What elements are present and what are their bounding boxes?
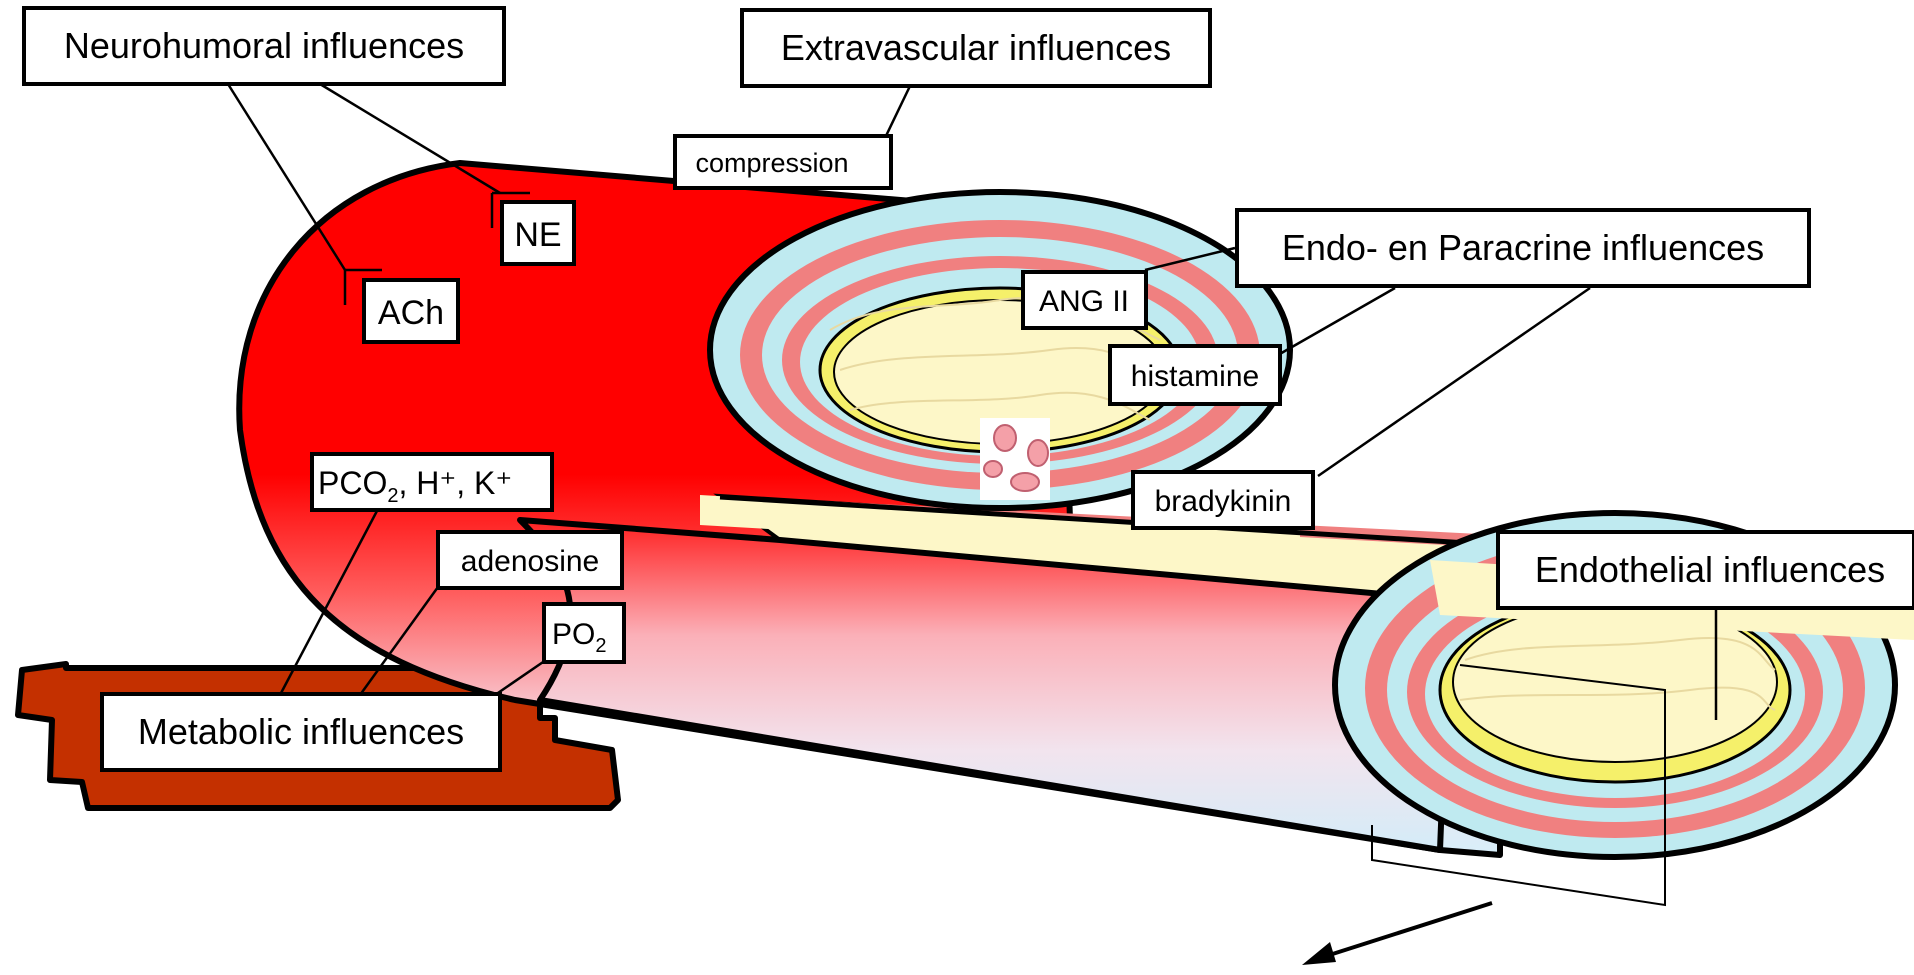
label-endothelial: Endothelial influences [1498, 532, 1914, 608]
svg-text:Neurohumoral influences: Neurohumoral influences [64, 25, 464, 66]
label-neurohumoral: Neurohumoral influences [24, 8, 504, 84]
flow-arrow [1302, 903, 1492, 965]
svg-text:compression: compression [695, 148, 848, 178]
label-ang-ii: ANG II [1023, 272, 1146, 328]
label-po2: PO2 [544, 604, 624, 662]
label-compression: compression [675, 136, 891, 188]
svg-text:Endothelial influences: Endothelial influences [1535, 549, 1885, 590]
svg-text:NE: NE [514, 216, 561, 254]
svg-text:bradykinin: bradykinin [1155, 485, 1292, 518]
label-metabolic: Metabolic influences [102, 694, 500, 770]
svg-text:Extravascular influences: Extravascular influences [781, 27, 1171, 68]
svg-text:Endo- en Paracrine influences: Endo- en Paracrine influences [1282, 227, 1764, 268]
label-pco2: PCO2, H⁺, K⁺ [312, 454, 552, 510]
label-bradykinin: bradykinin [1133, 472, 1313, 528]
label-ne: NE [502, 202, 574, 264]
svg-text:ACh: ACh [378, 294, 444, 332]
svg-text:adenosine: adenosine [461, 545, 599, 578]
svg-text:histamine: histamine [1131, 360, 1259, 393]
label-ach: ACh [364, 280, 458, 342]
red-blood-cells [980, 418, 1050, 500]
label-histamine: histamine [1110, 346, 1280, 404]
svg-text:ANG II: ANG II [1039, 285, 1129, 318]
svg-text:Metabolic influences: Metabolic influences [138, 711, 464, 752]
label-endo-paracrine: Endo- en Paracrine influences [1237, 210, 1809, 286]
label-adenosine: adenosine [438, 532, 622, 588]
label-extravascular: Extravascular influences [742, 10, 1210, 86]
svg-text:PCO2, H⁺, K⁺: PCO2, H⁺, K⁺ [318, 465, 512, 507]
